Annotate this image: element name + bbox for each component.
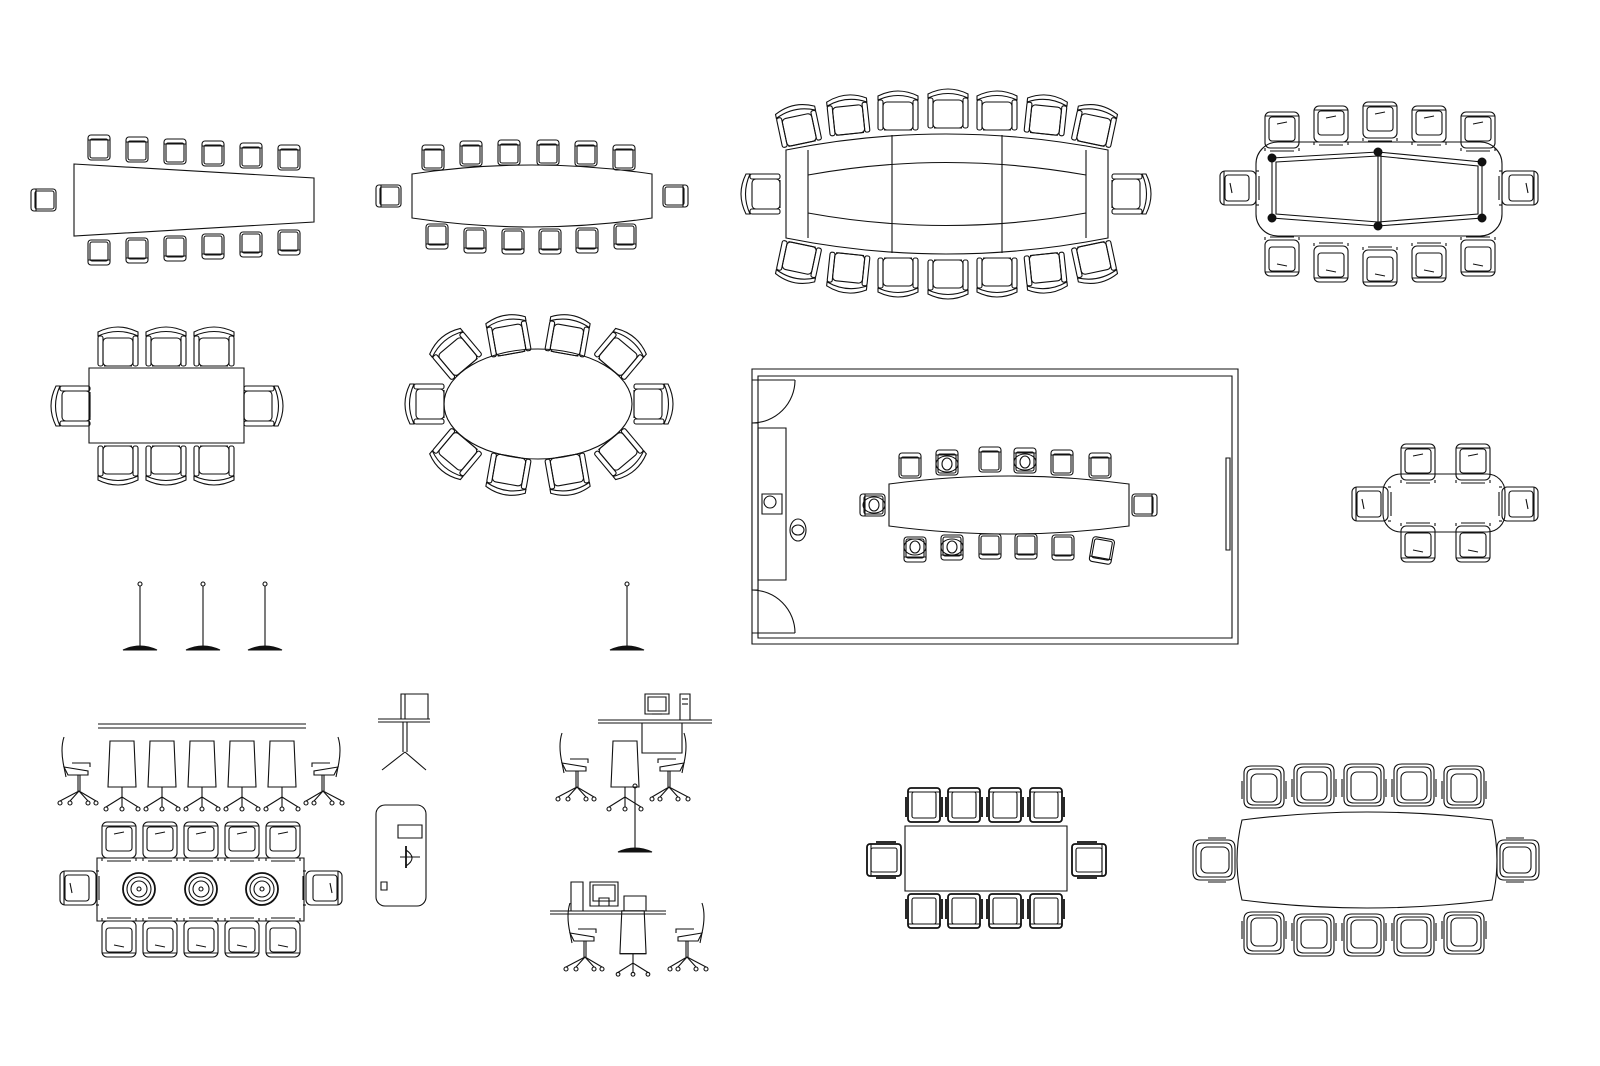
chair-row-top [87, 134, 301, 171]
rect-table-10b [866, 787, 1107, 929]
armchair-row-bottom [773, 239, 1120, 300]
executive-boat-table-16 [740, 88, 1152, 300]
trapezoid-table-14 [30, 134, 314, 266]
chair-row-bottom [87, 229, 301, 266]
conference-room-plan [752, 369, 1238, 644]
frame-table-12 [1219, 101, 1539, 287]
rect-table-10 [50, 326, 284, 486]
oval-table-10 [404, 311, 674, 499]
boat-table-14 [375, 139, 689, 255]
credenza [758, 428, 786, 580]
elevation-desk-computer [550, 882, 709, 977]
small-table-8 [1351, 443, 1539, 563]
armchair-row-top [773, 88, 1120, 149]
elevation-workstation [555, 694, 712, 812]
whiteboard [1226, 458, 1230, 550]
elevation-long-table [57, 724, 345, 812]
door-swing-bottom [752, 590, 795, 633]
barrel-table-12 [1192, 763, 1540, 957]
elevation-pedestal-table [378, 694, 430, 770]
lectern [376, 805, 426, 906]
rect-table-12-speakers [59, 821, 343, 958]
door-swing-top [752, 380, 795, 423]
